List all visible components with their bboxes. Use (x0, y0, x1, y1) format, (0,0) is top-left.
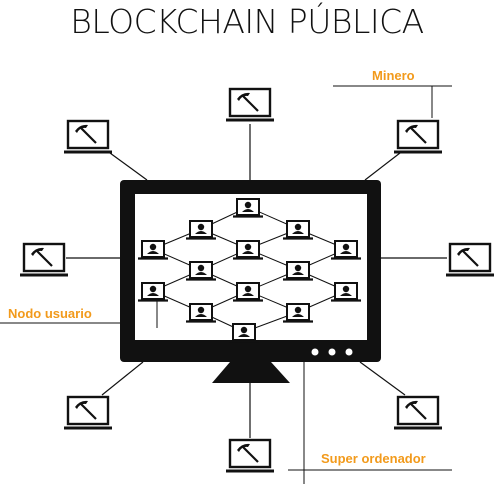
miner-connections (66, 124, 447, 438)
monitor-button (311, 348, 319, 356)
monitor-button (328, 348, 336, 356)
user-node-icon (227, 322, 261, 343)
user-node-icon (281, 219, 315, 240)
pickaxe-laptop-icon (62, 119, 114, 154)
super-computer-monitor (120, 180, 381, 383)
diagram-title: BLOCKCHAIN PÚBLICA (70, 2, 424, 41)
user-node-icon (281, 260, 315, 281)
pickaxe-laptop-icon (224, 438, 276, 473)
user-node-icon (329, 239, 363, 260)
user-node-icon (136, 281, 170, 302)
pickaxe-laptop-icon (392, 119, 444, 154)
user-node-icon (184, 219, 218, 240)
pickaxe-laptop-icon (62, 395, 114, 430)
user-node-icon (231, 281, 265, 302)
monitor-button (345, 348, 353, 356)
user-node-icon (329, 281, 363, 302)
user-node-label: Nodo usuario (8, 306, 92, 321)
user-node-icon (231, 197, 265, 218)
super-computer-label: Super ordenador (321, 451, 426, 466)
pickaxe-laptop-icon (18, 242, 70, 277)
user-node-icon (231, 239, 265, 260)
monitor-stand (212, 362, 290, 383)
label-leaders (0, 85, 452, 484)
user-node-icon (281, 302, 315, 323)
user-node-icon (136, 239, 170, 260)
pickaxe-laptop-icon (224, 87, 276, 122)
miner-label: Minero (372, 68, 415, 83)
pickaxe-laptop-icon (392, 395, 444, 430)
pickaxe-laptop-icon (444, 242, 494, 277)
user-node-icon (184, 302, 218, 323)
user-node-icon (184, 260, 218, 281)
